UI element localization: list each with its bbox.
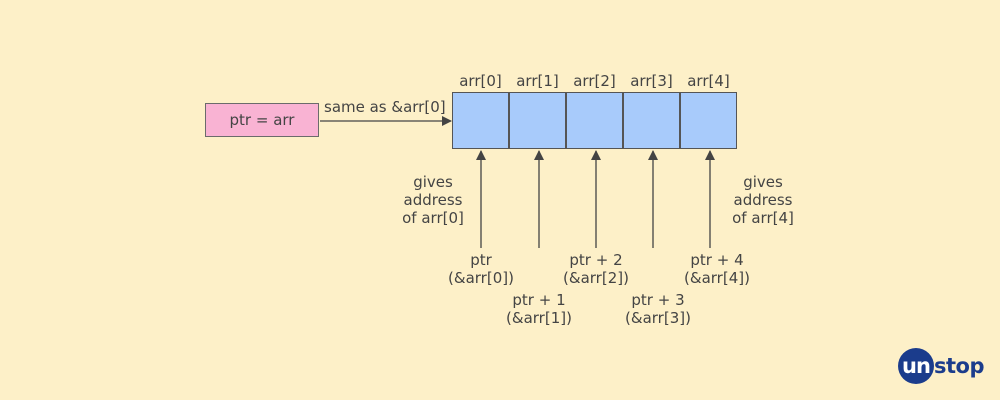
array-cell-1 [509, 92, 566, 149]
pointer-label-2: ptr + 2 (&arr[2]) [551, 251, 641, 287]
pointer-address: (&arr[0]) [448, 269, 514, 287]
pointer-address: (&arr[1]) [506, 309, 572, 327]
logo-wordmark: stop [934, 354, 985, 378]
pointer-arrow-label: same as &arr[0] [324, 98, 446, 116]
pointer-address: (&arr[2]) [563, 269, 629, 287]
pointer-box: ptr = arr [205, 103, 319, 137]
note-left: gives address of arr[0] [393, 173, 473, 227]
unstop-logo: un stop [898, 348, 985, 384]
pointer-label-0: ptr (&arr[0]) [436, 251, 526, 287]
note-left-line: gives [413, 173, 453, 191]
note-right: gives address of arr[4] [722, 173, 804, 227]
pointer-box-label: ptr = arr [229, 111, 295, 129]
array-index-label: arr[0] [459, 72, 502, 90]
pointer-expr: ptr [470, 251, 492, 269]
note-right-line: of arr[4] [732, 209, 794, 227]
array-index-label: arr[1] [516, 72, 559, 90]
logo-circle: un [898, 348, 934, 384]
note-left-line: address [403, 191, 463, 209]
pointer-label-1: ptr + 1 (&arr[1]) [494, 291, 584, 327]
pointer-expr: ptr + 2 [569, 251, 623, 269]
note-right-line: gives [743, 173, 783, 191]
pointer-expr: ptr + 3 [631, 291, 685, 309]
pointer-expr: ptr + 4 [690, 251, 744, 269]
pointer-address: (&arr[3]) [625, 309, 691, 327]
pointer-expr: ptr + 1 [512, 291, 566, 309]
note-right-line: address [733, 191, 793, 209]
pointer-label-4: ptr + 4 (&arr[4]) [672, 251, 762, 287]
array-index-label: arr[3] [630, 72, 673, 90]
array-cell-4 [680, 92, 737, 149]
pointer-label-3: ptr + 3 (&arr[3]) [613, 291, 703, 327]
array-cell-2 [566, 92, 623, 149]
array-cell-0 [452, 92, 509, 149]
array-cell-3 [623, 92, 680, 149]
array-index-label: arr[2] [573, 72, 616, 90]
array-index-label: arr[4] [687, 72, 730, 90]
note-left-line: of arr[0] [402, 209, 464, 227]
pointer-address: (&arr[4]) [684, 269, 750, 287]
